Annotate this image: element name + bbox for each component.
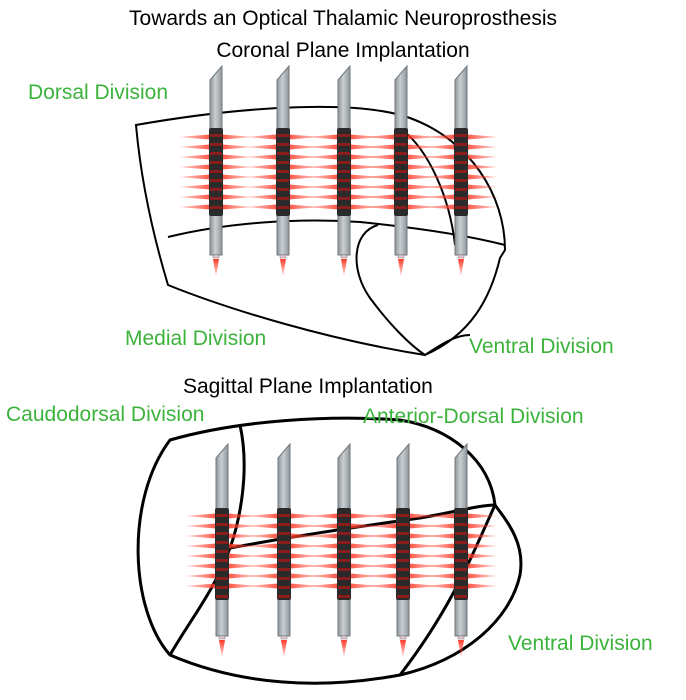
optical-probe-icon	[394, 64, 408, 277]
label-sagittal-ventral-division: Ventral Division	[508, 632, 653, 655]
light-emitter-icon	[213, 259, 219, 277]
light-emitter-icon	[400, 640, 406, 658]
sagittal-caudodorsal-boundary	[168, 424, 246, 656]
optical-probe-icon	[277, 442, 291, 658]
label-anterior-dorsal-division: Anterior-Dorsal Division	[363, 405, 584, 428]
light-emitter-icon	[281, 640, 287, 658]
optical-probe-icon	[337, 442, 351, 658]
light-emitter-icon	[219, 640, 225, 658]
light-emitter-icon	[458, 640, 464, 658]
label-medial-division: Medial Division	[125, 327, 267, 350]
optical-probe-icon	[215, 442, 229, 658]
coronal-outline	[134, 105, 507, 357]
light-emitter-icon	[458, 259, 464, 277]
optical-probe-icon	[276, 64, 290, 277]
optical-probe-icon	[209, 64, 223, 277]
label-caudodorsal-division: Caudodorsal Division	[6, 403, 205, 426]
light-emitter-icon	[341, 259, 347, 277]
optical-probe-icon	[454, 64, 468, 277]
coronal-ventral-boundary	[355, 224, 471, 357]
label-dorsal-division: Dorsal Division	[28, 81, 169, 104]
figure-title: Towards an Optical Thalamic Neuroprosthe…	[129, 7, 557, 30]
coronal-outer-boundary	[134, 105, 507, 357]
coronal-probe-array	[178, 64, 499, 277]
label-coronal-ventral-division: Ventral Division	[469, 335, 614, 358]
optical-probe-icon	[337, 64, 351, 277]
optical-probe-icon	[396, 442, 410, 658]
coronal-title: Coronal Plane Implantation	[216, 39, 470, 62]
sagittal-title: Sagittal Plane Implantation	[183, 375, 433, 398]
light-emission-field	[178, 134, 499, 210]
light-emitter-icon	[280, 259, 286, 277]
light-emitter-icon	[341, 640, 347, 658]
light-emitter-icon	[398, 259, 404, 277]
optical-probe-icon	[454, 442, 468, 658]
sagittal-probe-array	[184, 442, 499, 658]
sagittal-outer-boundary	[136, 416, 523, 685]
sagittal-ventral-line	[398, 504, 497, 676]
